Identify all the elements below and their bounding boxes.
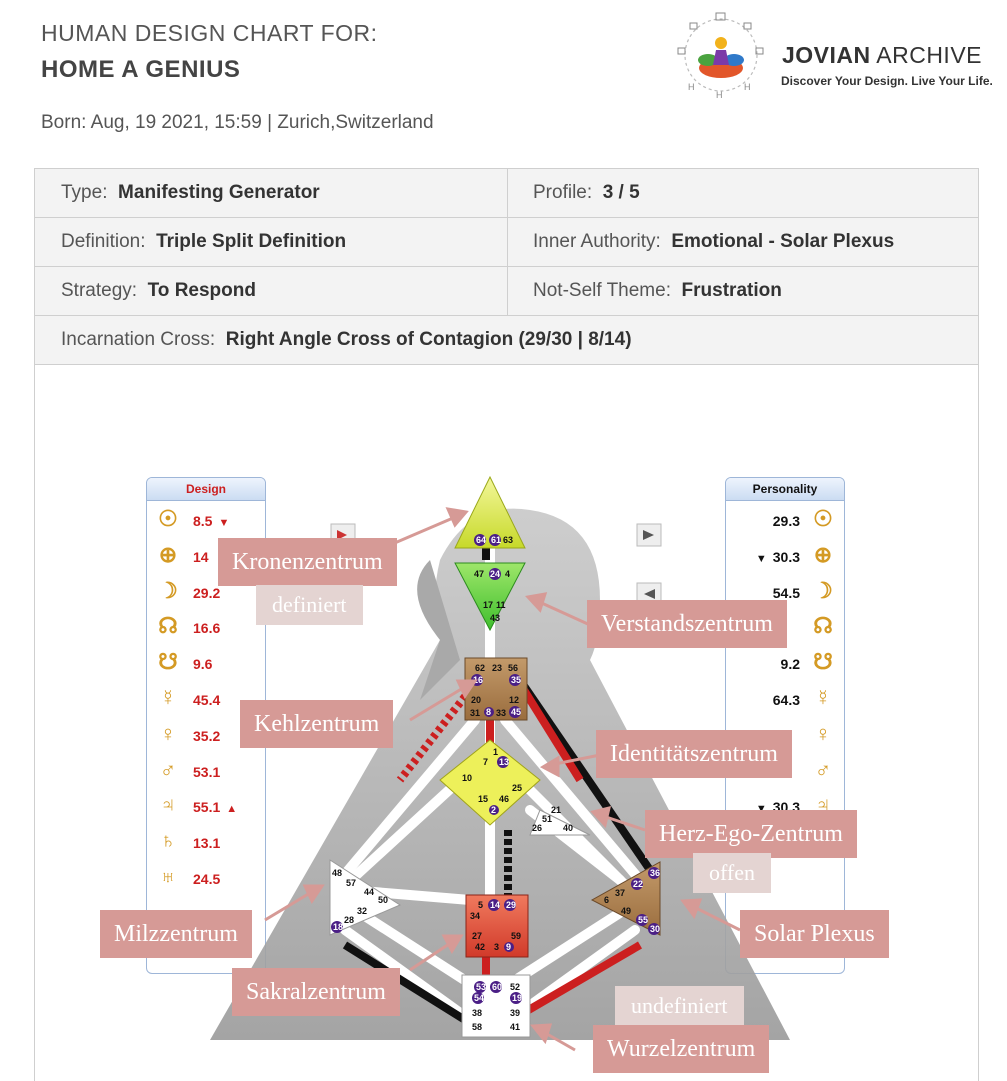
svg-text:H: H xyxy=(716,90,723,100)
planet-glyph-icon: ♃ xyxy=(159,792,177,818)
design-planet-row: ♂ 53.1 xyxy=(153,757,226,783)
planet-glyph-icon: ♅ xyxy=(159,864,177,889)
svg-text:H: H xyxy=(688,82,695,92)
profile-cell: Profile: 3 / 5 xyxy=(533,182,640,203)
planet-glyph-icon: ♀ xyxy=(814,720,832,746)
planet-gate-value: 29.2 xyxy=(193,584,221,601)
planet-gate-value: 16.6 xyxy=(193,620,221,637)
label-crown-center: Kronenzentrum xyxy=(218,538,397,586)
planet-arrow-icon: ▼ xyxy=(218,517,230,529)
design-planet-row: ☽ 29.2 xyxy=(153,578,226,604)
definition-cell: Definition: Triple Split Definition xyxy=(61,231,347,252)
label-heart-state: offen xyxy=(693,853,772,893)
info-row-4: Incarnation Cross: Right Angle Cross of … xyxy=(35,316,978,365)
planet-gate-value: 53.1 xyxy=(193,763,221,780)
planet-gate-value: 55.1 xyxy=(193,799,221,816)
personality-planet-row: 29.3 ☉ xyxy=(767,506,838,532)
design-planet-row: ☿ 45.4 xyxy=(153,685,226,711)
label-spleen-center: Milzzentrum xyxy=(100,910,252,958)
design-planet-row: ⊕ 14 xyxy=(153,542,215,568)
personality-planet-row: ▼ 30.3 ⊕ xyxy=(756,542,838,568)
planet-glyph-icon: ☉ xyxy=(158,506,178,531)
design-planet-row: ☋ 9.6 xyxy=(153,649,218,675)
planet-glyph-icon: ☿ xyxy=(159,685,177,710)
planet-gate-value: 45.4 xyxy=(193,692,221,708)
planet-gate-value: 14 xyxy=(193,548,209,565)
planet-gate-value: 35.2 xyxy=(193,727,221,744)
label-solar-plexus: Solar Plexus xyxy=(740,910,889,958)
personality-panel-title: Personality xyxy=(726,478,844,501)
planet-gate-value: 9.2 xyxy=(780,656,800,673)
planet-glyph-icon: ☋ xyxy=(158,649,178,675)
planet-gate-value: 8.5 xyxy=(193,513,213,529)
planet-glyph-icon: ☉ xyxy=(813,506,833,531)
label-identity-center: Identitätszentrum xyxy=(596,730,792,778)
label-mind-center: Verstandszentrum xyxy=(587,600,787,648)
planet-glyph-icon: ♂ xyxy=(814,756,832,782)
chart-heading: HUMAN DESIGN CHART FOR: xyxy=(41,20,378,46)
planet-arrow-icon: ▼ xyxy=(755,552,767,565)
jovian-archive-logo: HHH xyxy=(677,12,764,100)
cross-cell: Incarnation Cross: Right Angle Cross of … xyxy=(61,329,632,350)
label-sacral-center: Sakralzentrum xyxy=(232,968,400,1016)
design-planet-row: ♅ 24.5 xyxy=(153,864,226,890)
planet-glyph-icon: ☿ xyxy=(814,685,832,710)
planet-glyph-icon: ♀ xyxy=(159,720,177,746)
planet-gate-value: 9.6 xyxy=(193,656,213,673)
planet-glyph-icon: ☽ xyxy=(813,577,833,603)
planet-glyph-icon: ☽ xyxy=(158,577,178,603)
personality-panel: Personality 29.3 ☉ ▼ 30.3 ⊕ 54.5 ☽ ☊ 9.2 ☋ 64.3 ☿ ♀ ♂… xyxy=(725,477,845,974)
info-row-3: Strategy: To Respond Not-Self Theme: Fru… xyxy=(35,267,978,316)
authority-cell: Inner Authority: Emotional - Solar Plexu… xyxy=(533,231,895,252)
design-planet-row: ♄ 13.1 xyxy=(153,828,226,854)
type-cell: Type: Manifesting Generator xyxy=(61,182,320,203)
birth-details: Born: Aug, 19 2021, 15:59 | Zurich,Switz… xyxy=(41,112,434,133)
info-row-1: Type: Manifesting Generator Profile: 3 /… xyxy=(35,169,978,218)
label-crown-state: definiert xyxy=(256,585,363,625)
label-throat-center: Kehlzentrum xyxy=(240,700,394,748)
planet-glyph-icon: ⊕ xyxy=(158,541,178,567)
label-root-state: undefiniert xyxy=(615,986,744,1026)
brand-tagline: Discover Your Design. Live Your Life. xyxy=(781,74,993,88)
personality-planet-row: 9.2 ☋ xyxy=(775,649,838,675)
planet-glyph-icon: ♄ xyxy=(159,828,177,854)
planet-glyph-icon: ♂ xyxy=(159,756,177,782)
planet-gate-value: 64.3 xyxy=(772,692,800,708)
planet-gate-value: 24.5 xyxy=(193,871,221,887)
svg-text:H: H xyxy=(744,82,751,92)
chart-owner-name: HOME A GENIUS xyxy=(41,56,241,83)
personality-planet-row: ♀ xyxy=(794,721,838,747)
planet-gate-value: 30.3 xyxy=(772,548,800,565)
personality-planet-row: ♂ xyxy=(794,757,838,783)
planet-glyph-icon: ⊕ xyxy=(813,541,833,567)
planet-glyph-icon: ☊ xyxy=(813,613,833,639)
info-row-2: Definition: Triple Split Definition Inne… xyxy=(35,218,978,267)
design-planet-row: ☉ 8.5 ▼ xyxy=(153,506,229,532)
strategy-cell: Strategy: To Respond xyxy=(61,280,256,301)
label-root-center: Wurzelzentrum xyxy=(593,1025,770,1073)
label-heart-center: Herz-Ego-Zentrum xyxy=(645,810,857,858)
brand-name: JOVIAN ARCHIVE xyxy=(782,42,983,68)
planet-gate-value: 54.5 xyxy=(772,584,800,601)
design-panel-title: Design xyxy=(147,478,265,501)
design-planet-row: ♀ 35.2 xyxy=(153,721,226,747)
planet-arrow-icon: ▲ xyxy=(226,803,238,816)
design-planet-row: ♃ 55.1 ▲ xyxy=(153,792,237,818)
planet-glyph-icon: ☋ xyxy=(813,649,833,675)
personality-planet-row: ☊ xyxy=(794,613,838,639)
personality-planet-row: 64.3 ☿ xyxy=(767,685,838,711)
planet-gate-value: 13.1 xyxy=(193,835,221,852)
planet-glyph-icon: ☊ xyxy=(158,613,178,639)
planet-gate-value: 29.3 xyxy=(772,513,800,529)
design-planet-row: ☊ 16.6 xyxy=(153,613,226,639)
notself-cell: Not-Self Theme: Frustration xyxy=(533,280,782,301)
column-divider xyxy=(507,169,508,316)
